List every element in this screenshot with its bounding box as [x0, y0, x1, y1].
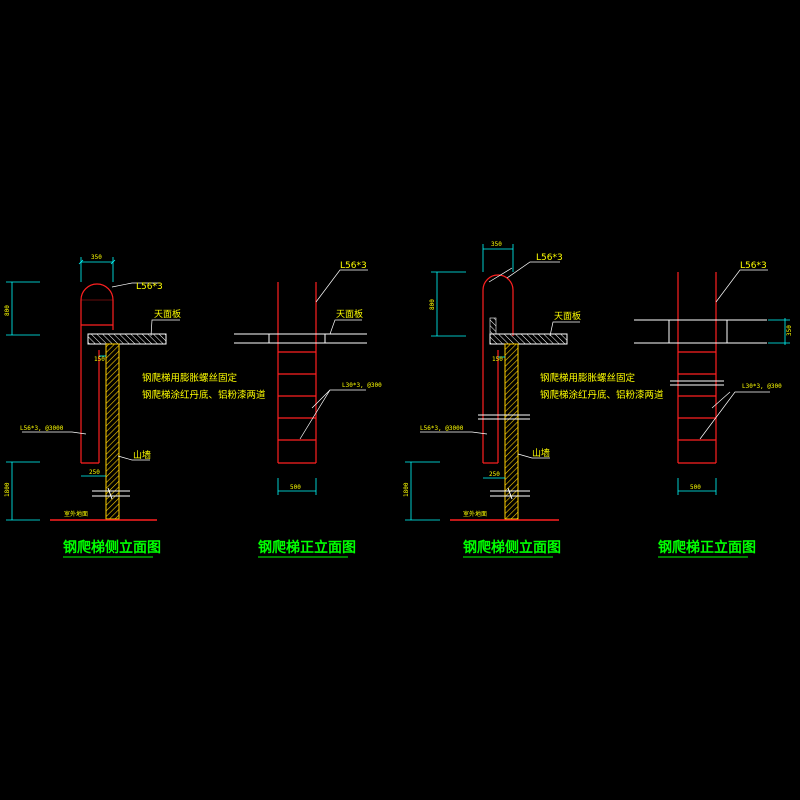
view-title: 钢爬梯侧立面图: [463, 539, 561, 556]
dim-bottom-label: 250: [489, 471, 500, 478]
dim-right-label: 350: [786, 325, 793, 336]
dim-gap-label: 150: [94, 356, 105, 363]
dimension-gap: [483, 356, 505, 479]
note-line-2: 钢爬梯涂红丹底、铝粉漆两道: [142, 389, 266, 401]
break-mark: [670, 380, 724, 386]
dim-left-lower-label: 1800: [4, 482, 11, 497]
anchor-plate: [489, 317, 497, 335]
leaders: [420, 261, 580, 459]
bar-label: L56*3, @3000: [420, 425, 464, 432]
dim-left-lower-label: 1800: [403, 482, 410, 497]
dimension-left: [6, 281, 40, 521]
view-title: 钢爬梯侧立面图: [63, 539, 161, 556]
angle-label: L56*3: [740, 261, 767, 271]
roof-slab: [489, 333, 568, 345]
ladder-side-rail: [80, 283, 114, 464]
ladder-side-rail: [482, 274, 514, 464]
rung-label: L30*3, @300: [742, 383, 782, 390]
gable-wall: [105, 343, 120, 520]
rung-label: L30*3, @300: [342, 382, 382, 389]
dim-gap-label: 150: [492, 356, 503, 363]
gable-wall: [504, 343, 519, 520]
view-title: 钢爬梯正立面图: [258, 539, 356, 556]
dimension-gap: [81, 355, 106, 477]
leaders: [22, 282, 180, 461]
leaders: [299, 269, 368, 440]
angle-label: L56*3: [136, 282, 163, 292]
note-line-1: 钢爬梯用膨胀螺丝固定: [142, 372, 238, 384]
ground-label: 室外地面: [64, 510, 88, 518]
front-elevation-view-4: 350 L56*3 L30*3, @300 500 钢爬梯正立面图: [634, 261, 793, 558]
note-line-1: 钢爬梯用膨胀螺丝固定: [540, 372, 636, 384]
dim-top-label: 350: [491, 241, 502, 248]
ladder-rails: [677, 272, 717, 464]
roof-slab: [234, 333, 367, 344]
dim-bottom-label: 500: [290, 484, 301, 491]
dimension-top: [482, 244, 514, 272]
dim-left-upper-label: 800: [4, 305, 11, 316]
side-elevation-view-3: 350 800 1800: [403, 241, 664, 558]
roof-label: 天面板: [154, 308, 181, 320]
roof-slab: [634, 319, 767, 344]
dim-left-upper-label: 800: [429, 299, 436, 310]
break-mark: [478, 414, 530, 500]
dimension-left: [405, 271, 466, 521]
side-elevation-view-1: 350 800 1800: [4, 254, 266, 558]
ladder-rails: [277, 282, 317, 464]
roof-label: 天面板: [336, 308, 363, 320]
dim-top-label: 350: [91, 254, 102, 261]
leaders: [699, 269, 770, 440]
angle-label: L56*3: [536, 253, 563, 263]
wall-label: 山墙: [532, 447, 550, 459]
dim-bottom-label: 500: [690, 484, 701, 491]
wall-label: 山墙: [133, 449, 151, 461]
view-title: 钢爬梯正立面图: [658, 539, 756, 556]
roof-label: 天面板: [554, 310, 581, 322]
dimension-bottom: [277, 478, 317, 495]
dimension-bottom: [677, 478, 717, 495]
dimension-top: [78, 257, 116, 282]
front-elevation-view-2: L56*3 天面板 L30*3, @300 500 钢爬梯正立面图: [234, 261, 382, 558]
ground-label: 室外地面: [463, 510, 487, 518]
note-line-2: 钢爬梯涂红丹底、铝粉漆两道: [540, 389, 664, 401]
angle-label: L56*3: [340, 261, 367, 271]
break-mark: [92, 487, 130, 500]
dimension-right: [768, 318, 790, 345]
roof-slab: [87, 333, 167, 345]
bar-label: L56*3, @3000: [20, 425, 64, 432]
dim-bottom-label: 250: [89, 469, 100, 476]
